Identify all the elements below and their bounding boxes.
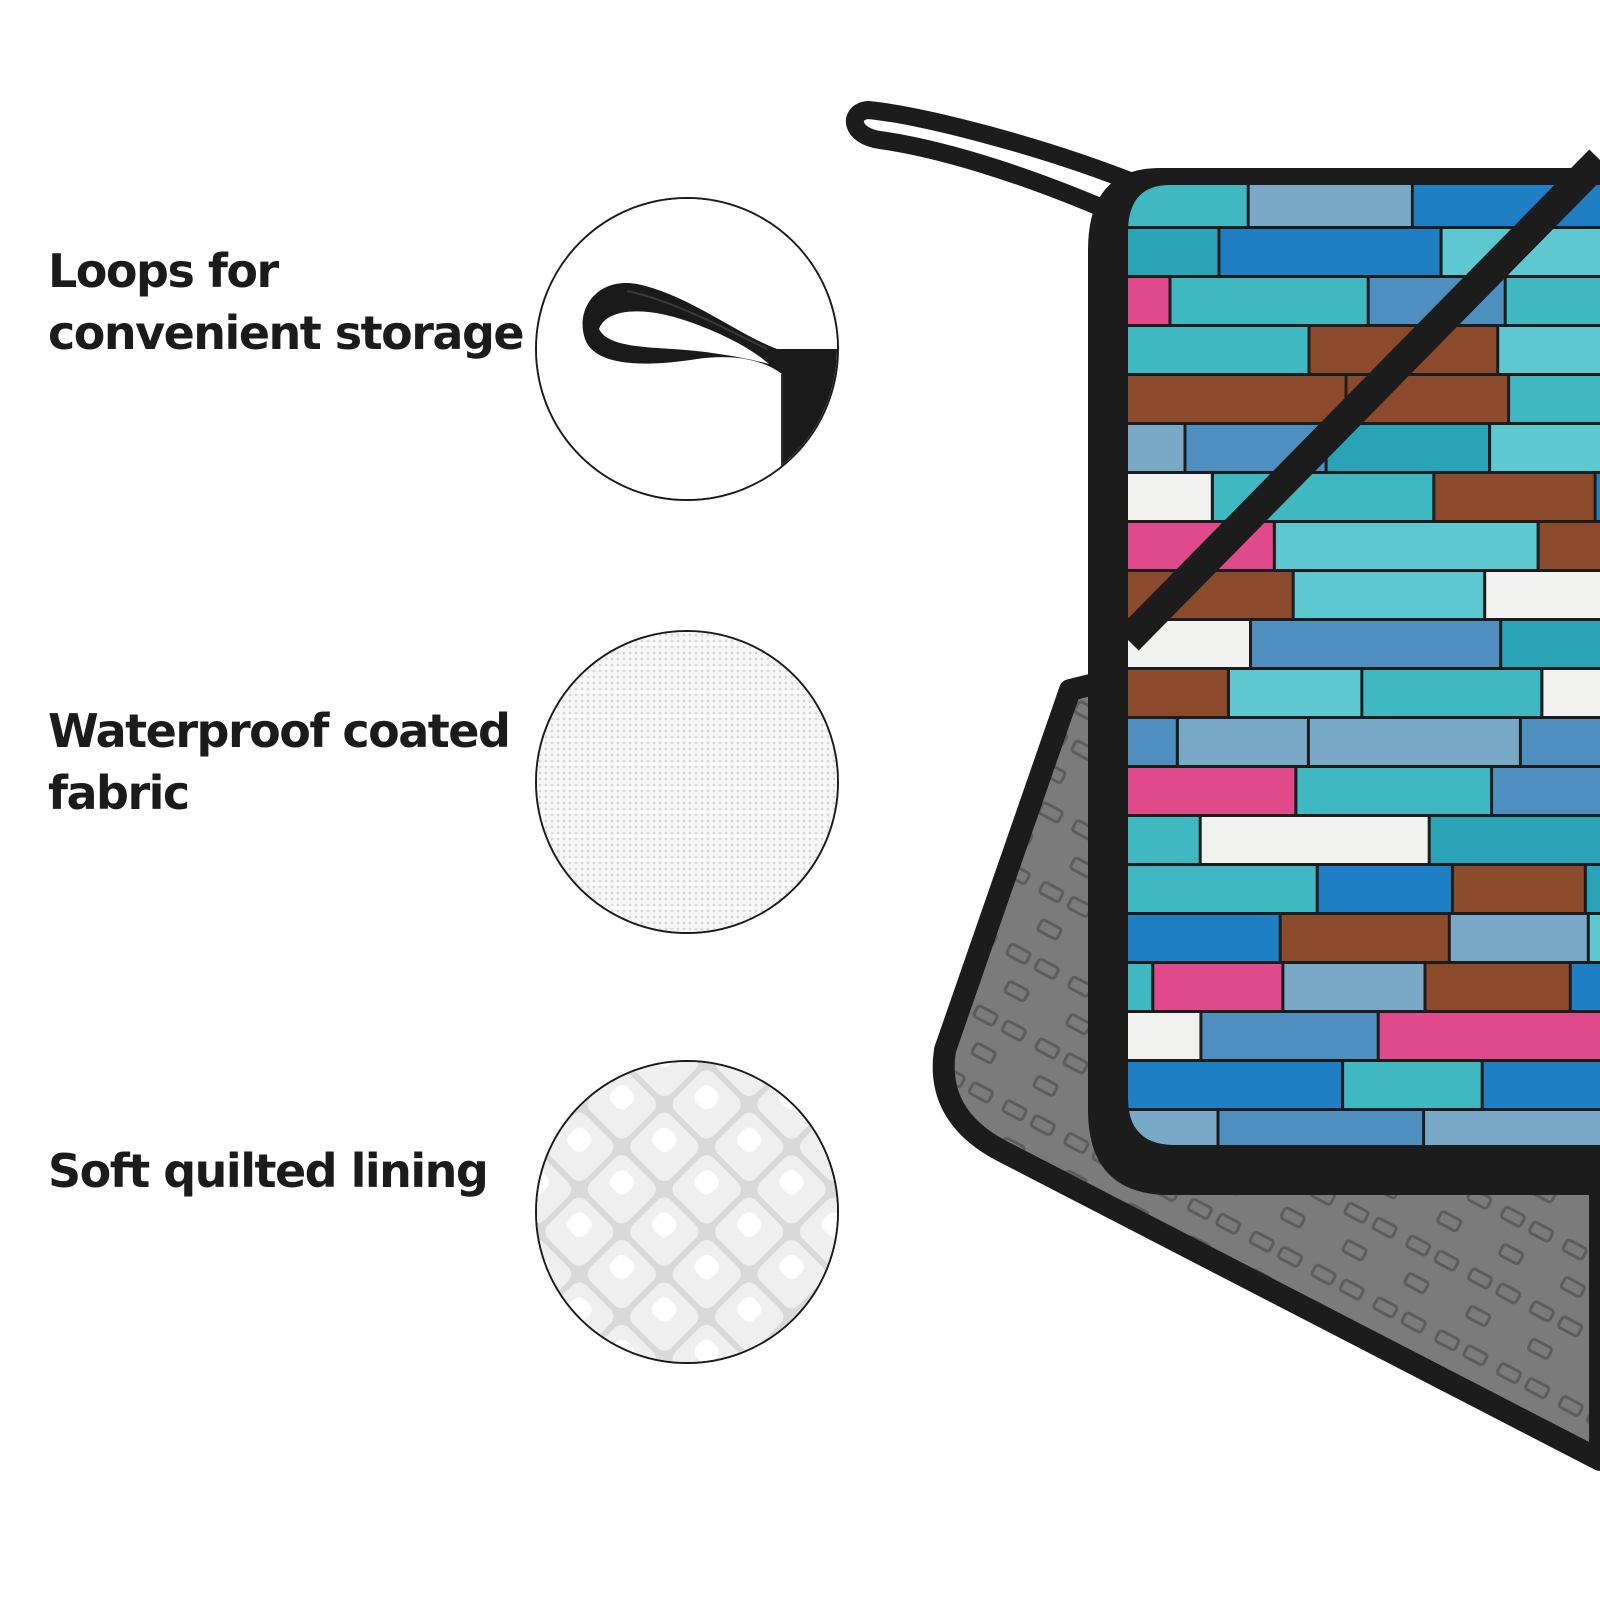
wood-plank	[1128, 278, 1169, 324]
wood-plank	[1521, 719, 1600, 765]
feature-label-line: Waterproof coated	[48, 704, 511, 758]
wood-plank	[1571, 964, 1600, 1010]
wood-plank	[1128, 1062, 1342, 1108]
quilted-lining-icon	[535, 1060, 839, 1364]
wood-plank	[1363, 670, 1541, 716]
coated-fabric-icon	[535, 630, 839, 934]
wood-plank	[1499, 327, 1600, 373]
wood-plank	[1128, 719, 1176, 765]
wood-plank	[1281, 915, 1448, 961]
wood-plank	[1128, 915, 1279, 961]
wood-plank	[1275, 523, 1537, 569]
wood-plank	[1430, 817, 1600, 863]
wood-plank	[1327, 425, 1488, 471]
feature-label-line: fabric	[48, 766, 190, 820]
wood-plank	[1510, 376, 1600, 422]
wood-plank	[1586, 866, 1600, 912]
wood-plank	[1491, 425, 1600, 471]
pocket-binding	[1117, 149, 1600, 651]
hanging-loop	[846, 101, 1149, 229]
wood-plank	[1128, 964, 1152, 1010]
wood-plank	[1202, 1013, 1377, 1059]
wood-plank	[1128, 768, 1295, 814]
wood-plank	[1453, 866, 1584, 912]
wood-plank	[1589, 915, 1600, 961]
wood-plank	[1128, 327, 1308, 373]
feature-label-waterproof: Waterproof coated fabric	[48, 700, 511, 824]
wood-plank	[1284, 964, 1424, 1010]
wood-plank	[1128, 817, 1199, 863]
wood-plank	[1252, 621, 1500, 667]
wood-plank	[1344, 1062, 1481, 1108]
wood-plank	[1128, 866, 1316, 912]
wood-plank	[1506, 278, 1600, 324]
wood-plank	[1220, 229, 1440, 275]
wood-plank	[1435, 474, 1594, 520]
wood-plank	[1543, 670, 1600, 716]
feature-label-quilted: Soft quilted lining	[48, 1140, 489, 1202]
wood-plank	[1154, 964, 1282, 1010]
wood-plank	[1502, 621, 1600, 667]
wood-plank	[1128, 670, 1227, 716]
wood-plank	[1379, 1013, 1600, 1059]
wood-plank	[1294, 572, 1484, 618]
wood-plank	[1318, 866, 1451, 912]
wood-plank	[1450, 915, 1587, 961]
wood-plank	[1486, 572, 1600, 618]
wood-plank	[1128, 185, 1247, 226]
wood-plank	[1201, 817, 1428, 863]
wood-plank	[1171, 278, 1367, 324]
wood-plank	[1596, 474, 1600, 520]
hanging-loop-icon	[535, 197, 839, 501]
wood-plank	[1219, 1111, 1423, 1145]
wood-plank	[1230, 670, 1361, 716]
wood-plank	[1539, 523, 1600, 569]
wood-plank	[1128, 229, 1218, 275]
wood-plank	[1128, 425, 1184, 471]
wood-plank	[1309, 719, 1519, 765]
wood-plank	[1249, 185, 1411, 226]
wood-plank	[1493, 768, 1600, 814]
wood-plank	[1128, 376, 1345, 422]
wood-plank	[1128, 474, 1211, 520]
feature-label-line: Loops for	[48, 244, 279, 298]
wood-plank	[1178, 719, 1307, 765]
wood-plank	[1425, 1111, 1600, 1145]
wood-plank	[1297, 768, 1491, 814]
wood-plank	[1128, 1013, 1200, 1059]
feature-label-line: convenient storage	[48, 306, 525, 360]
feature-label-line: Soft quilted lining	[48, 1144, 489, 1198]
wood-plank-print	[1128, 185, 1600, 1145]
feature-label-loops: Loops for convenient storage	[48, 240, 525, 364]
wood-plank	[1426, 964, 1569, 1010]
wood-plank	[1483, 1062, 1600, 1108]
